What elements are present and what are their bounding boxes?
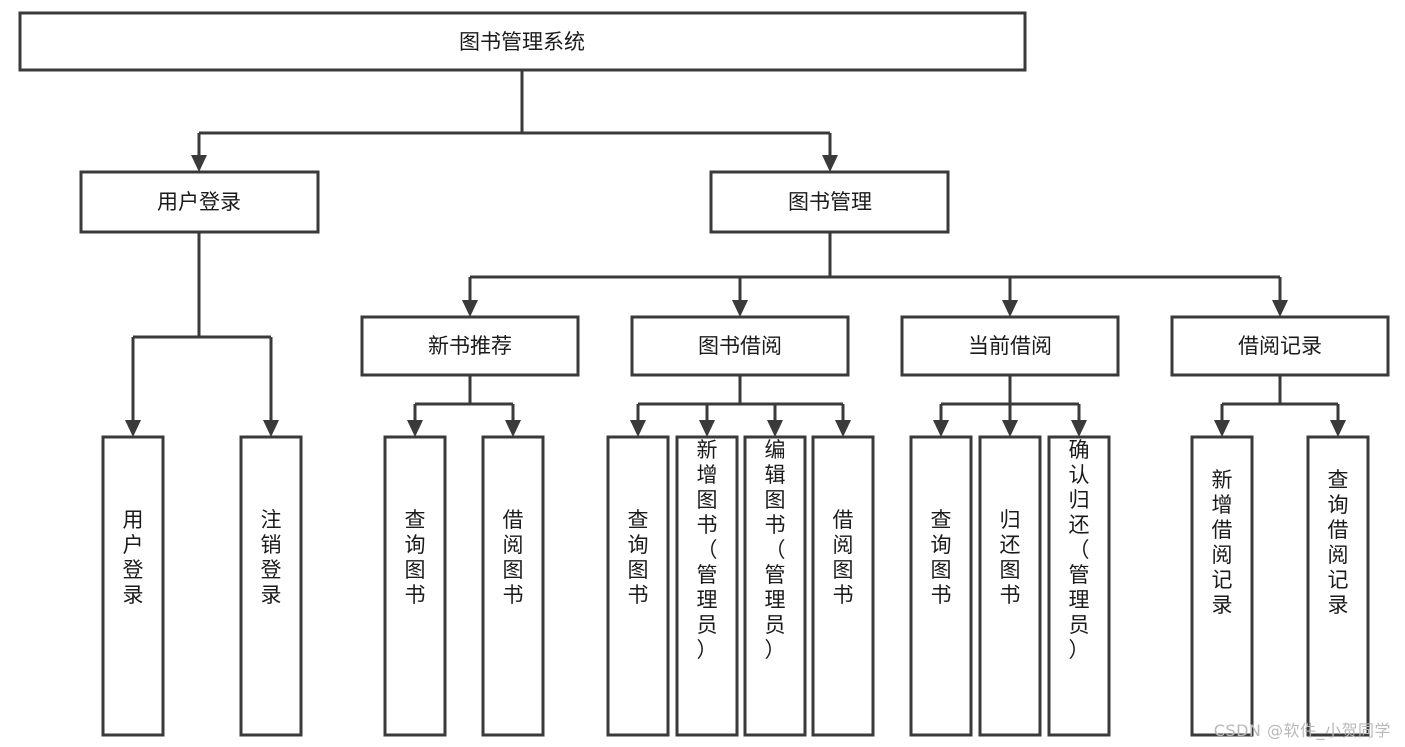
arrowhead-to-current-borrow (1002, 300, 1018, 317)
connectors-layer (125, 70, 1346, 437)
node-leaf-query-book-3[interactable]: 查询图书 (909, 435, 973, 737)
node-leaf-add-book[interactable]: 新增图书（管理员） (675, 435, 739, 737)
node-new-book-recommend-box[interactable] (360, 315, 580, 377)
node-leaf-query-record-box[interactable] (1306, 435, 1370, 737)
arrowhead-to-borrow-record (1272, 300, 1288, 317)
node-leaf-borrow-book-2-label: 借阅图书 (833, 508, 854, 607)
node-user-login-label: 用户登录 (157, 190, 241, 214)
node-leaf-user-login[interactable]: 用户登录 (101, 435, 165, 737)
node-leaf-add-book-box[interactable] (675, 435, 739, 737)
connector-currentborrow-to-leaves (939, 375, 1081, 423)
arrowhead-to-book-borrow (732, 300, 748, 317)
arrowhead-leaf-query-book-2 (630, 420, 646, 437)
connector-bookmgmt-to-level3 (468, 232, 1282, 303)
node-leaf-confirm-return-box[interactable] (1047, 435, 1111, 737)
node-leaf-return-book-box[interactable] (978, 435, 1042, 737)
node-leaf-user-login-box[interactable] (101, 435, 165, 737)
node-leaf-add-book-label: 新增图书（管理员） (697, 438, 718, 662)
arrowhead-leaf-edit-book (767, 420, 783, 437)
node-leaf-borrow-book-2-box[interactable] (811, 435, 875, 737)
node-book-borrow-box[interactable] (630, 315, 850, 377)
node-book-borrow[interactable]: 图书借阅 (630, 315, 850, 377)
node-leaf-confirm-return-label: 确认归还（管理员） (1069, 438, 1090, 662)
node-borrow-record[interactable]: 借阅记录 (1170, 315, 1390, 377)
node-leaf-return-book[interactable]: 归还图书 (978, 435, 1042, 737)
node-root[interactable]: 图书管理系统 (18, 11, 1027, 72)
arrowhead-leaf-borrow-book-1 (505, 420, 521, 437)
node-leaf-user-logout-box[interactable] (239, 435, 303, 737)
arrowhead-leaf-add-book (699, 420, 715, 437)
node-leaf-add-record[interactable]: 新增借阅记录 (1190, 435, 1254, 737)
leaf-nodes-layer: 用户登录 注销登录 查询图书 借阅图书 查询图书 新增图书（管理员） (101, 435, 1370, 737)
arrowhead-leaf-borrow-book-2 (835, 420, 851, 437)
node-leaf-confirm-return[interactable]: 确认归还（管理员） (1047, 435, 1111, 737)
node-leaf-query-book-1-box[interactable] (383, 435, 447, 737)
node-user-login-box[interactable] (79, 170, 320, 234)
node-leaf-return-book-label: 归还图书 (1000, 508, 1021, 607)
node-borrow-record-box[interactable] (1170, 315, 1390, 377)
arrowhead-to-user-login (191, 155, 207, 172)
node-leaf-add-record-label: 新增借阅记录 (1212, 468, 1233, 617)
connector-userlogin-to-leaves (131, 232, 273, 423)
node-book-borrow-label: 图书借阅 (698, 334, 782, 358)
node-leaf-query-book-3-label: 查询图书 (931, 508, 952, 607)
node-leaf-query-book-2[interactable]: 查询图书 (606, 435, 670, 737)
arrowhead-leaf-query-book-1 (407, 420, 423, 437)
node-leaf-borrow-book-1-box[interactable] (481, 435, 545, 737)
node-leaf-borrow-book-1[interactable]: 借阅图书 (481, 435, 545, 737)
node-root-label: 图书管理系统 (459, 30, 585, 54)
node-current-borrow-label: 当前借阅 (968, 334, 1052, 358)
arrowhead-to-new-book-recommend (462, 300, 478, 317)
node-leaf-edit-book-box[interactable] (743, 435, 807, 737)
node-user-login[interactable]: 用户登录 (79, 170, 320, 234)
arrowhead-leaf-user-login (125, 420, 141, 437)
node-leaf-query-record-label: 查询借阅记录 (1328, 468, 1349, 617)
arrowhead-leaf-user-logout (263, 420, 279, 437)
node-new-book-recommend-label: 新书推荐 (428, 334, 512, 358)
node-leaf-edit-book-label: 编辑图书（管理员） (765, 438, 786, 662)
node-leaf-user-logout-label: 注销登录 (261, 508, 282, 607)
node-book-management-box[interactable] (709, 170, 950, 234)
node-leaf-add-record-box[interactable] (1190, 435, 1254, 737)
connector-borrowrecord-to-leaves (1220, 375, 1340, 423)
node-new-book-recommend[interactable]: 新书推荐 (360, 315, 580, 377)
connector-root-to-level2 (197, 70, 832, 158)
node-leaf-query-record[interactable]: 查询借阅记录 (1306, 435, 1370, 737)
arrowhead-to-book-management (822, 155, 838, 172)
arrowhead-leaf-add-record (1214, 420, 1230, 437)
node-book-management-label: 图书管理 (788, 190, 872, 214)
node-current-borrow-box[interactable] (900, 315, 1120, 377)
node-leaf-user-login-label: 用户登录 (123, 508, 144, 607)
arrowhead-leaf-query-book-3 (933, 420, 949, 437)
node-leaf-edit-book[interactable]: 编辑图书（管理员） (743, 435, 807, 737)
node-leaf-query-book-1[interactable]: 查询图书 (383, 435, 447, 737)
node-root-box[interactable] (18, 11, 1027, 72)
node-leaf-query-book-3-box[interactable] (909, 435, 973, 737)
node-leaf-query-book-2-box[interactable] (606, 435, 670, 737)
arrowhead-leaf-return-book (1002, 420, 1018, 437)
node-leaf-borrow-book-2[interactable]: 借阅图书 (811, 435, 875, 737)
node-leaf-borrow-book-1-label: 借阅图书 (503, 508, 524, 607)
node-current-borrow[interactable]: 当前借阅 (900, 315, 1120, 377)
csdn-watermark: CSDN @软件_小贺同学 (1213, 721, 1391, 740)
node-borrow-record-label: 借阅记录 (1238, 334, 1322, 358)
connector-newbook-to-leaves (413, 375, 515, 423)
node-leaf-query-book-2-label: 查询图书 (628, 508, 649, 607)
arrowhead-leaf-query-record (1330, 420, 1346, 437)
node-book-management[interactable]: 图书管理 (709, 170, 950, 234)
node-leaf-user-logout[interactable]: 注销登录 (239, 435, 303, 737)
node-leaf-query-book-1-label: 查询图书 (405, 508, 426, 607)
connector-bookborrow-to-leaves (636, 375, 845, 423)
arrowhead-leaf-confirm-return (1071, 420, 1087, 437)
